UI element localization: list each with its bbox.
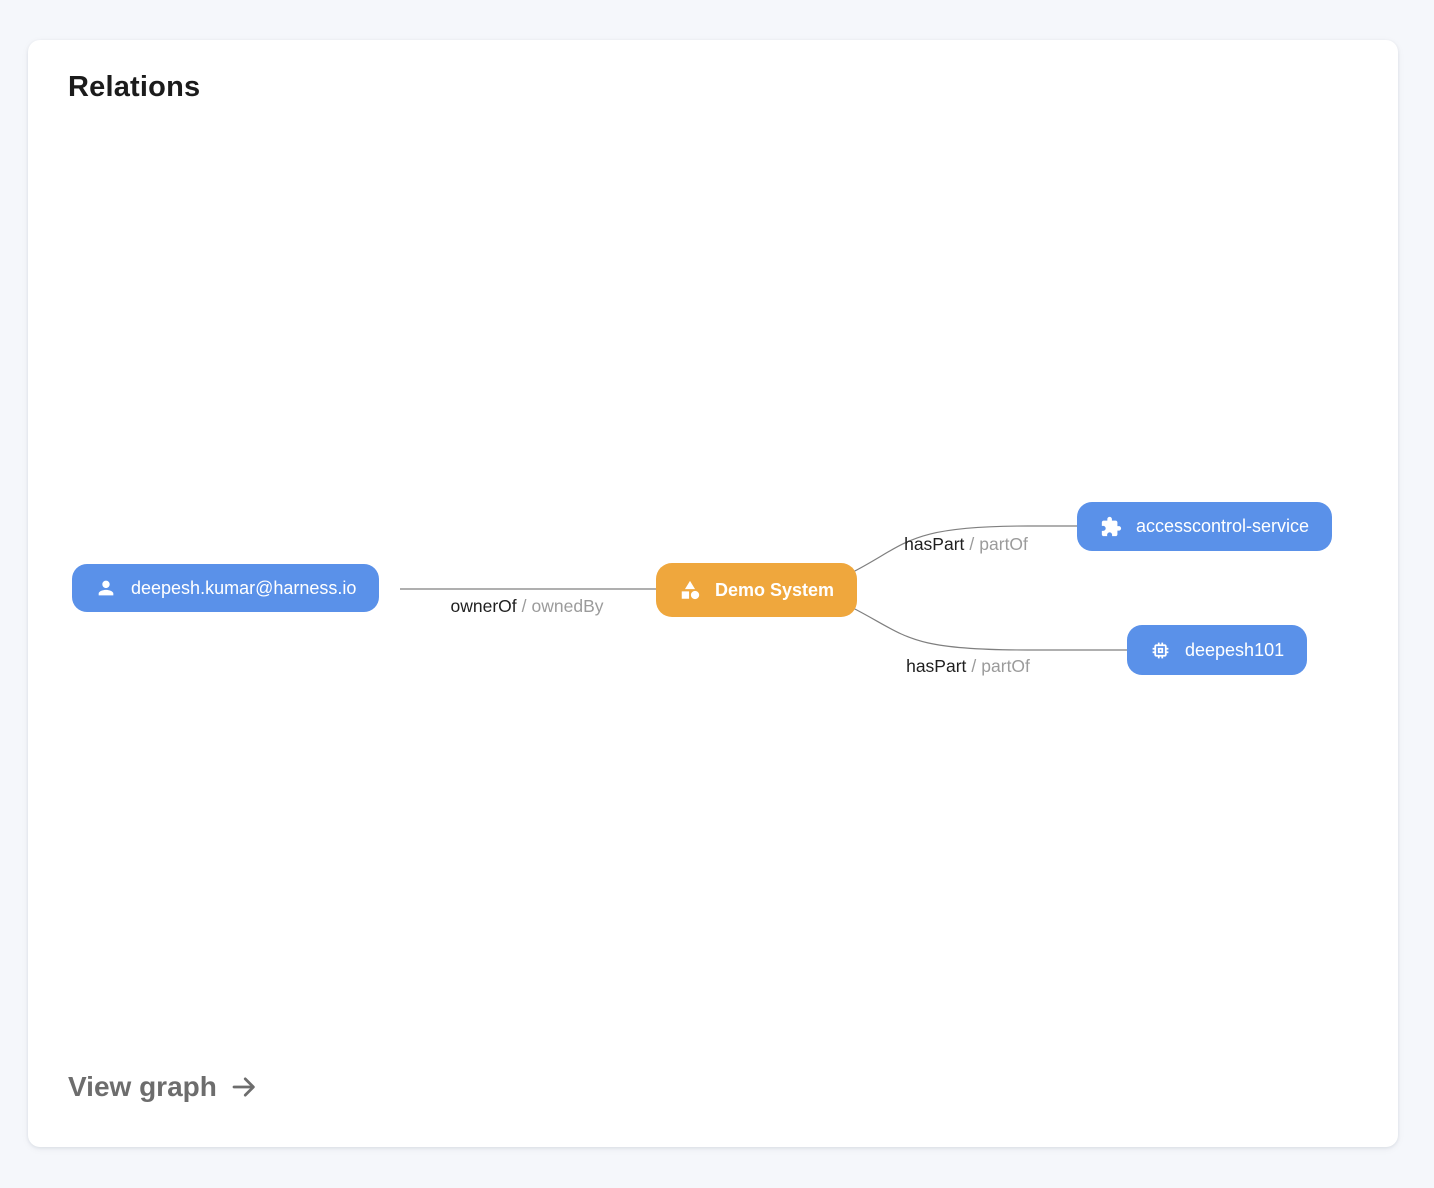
node-label: deepesh101 bbox=[1185, 639, 1285, 660]
extension-icon bbox=[1100, 516, 1122, 538]
relation-separator: / bbox=[971, 656, 977, 676]
relation-reverse: partOf bbox=[979, 534, 1028, 554]
graph-edges bbox=[400, 525, 1127, 651]
card-title: Relations bbox=[68, 71, 201, 103]
relation-reverse: partOf bbox=[981, 656, 1030, 676]
relation-separator: / bbox=[521, 596, 527, 616]
relations-card: Relations deepesh.kumar@harness.io Demo … bbox=[28, 40, 1398, 1147]
relation-reverse: ownedBy bbox=[531, 596, 604, 616]
relation-separator: / bbox=[969, 534, 975, 554]
node-label: accesscontrol-service bbox=[1136, 516, 1310, 536]
view-graph-label: View graph bbox=[68, 1071, 217, 1102]
node-system[interactable]: Demo System bbox=[656, 563, 858, 617]
edge-system-service bbox=[850, 525, 1077, 574]
category-icon bbox=[679, 579, 701, 601]
person-icon bbox=[95, 577, 117, 599]
relation-forward: hasPart bbox=[904, 534, 965, 554]
relations-graph: deepesh.kumar@harness.io Demo System acc… bbox=[28, 40, 1398, 1147]
arrow-right-icon bbox=[229, 1072, 259, 1102]
view-graph-link[interactable]: View graph bbox=[68, 1071, 259, 1103]
edge-label-haspart-bottom: hasPart / partOf bbox=[906, 656, 1030, 678]
node-label: deepesh.kumar@harness.io bbox=[131, 577, 357, 598]
node-user[interactable]: deepesh.kumar@harness.io bbox=[72, 564, 380, 612]
edge-system-component bbox=[850, 606, 1127, 651]
memory-icon bbox=[1150, 640, 1171, 661]
relation-forward: ownerOf bbox=[450, 596, 517, 616]
node-label: Demo System bbox=[715, 579, 835, 600]
node-service[interactable]: accesscontrol-service bbox=[1077, 502, 1333, 551]
node-component[interactable]: deepesh101 bbox=[1127, 625, 1308, 675]
edge-label-haspart-top: hasPart / partOf bbox=[904, 534, 1028, 556]
relation-forward: hasPart bbox=[906, 656, 967, 676]
edge-label-owner: ownerOf / ownedBy bbox=[450, 596, 603, 618]
